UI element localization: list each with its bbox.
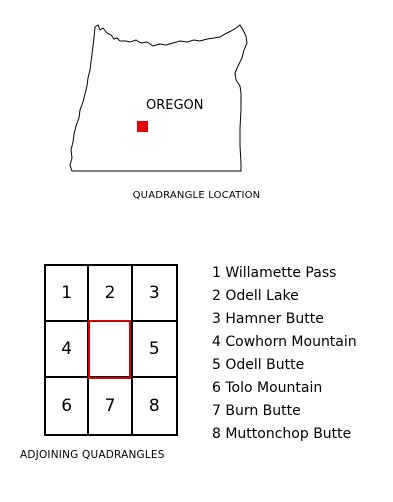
- grid-cell-1: 1: [46, 266, 90, 322]
- legend-item: 2 Odell Lake: [212, 288, 299, 304]
- grid-cell-5: 5: [132, 322, 176, 378]
- legend-item: 6 Tolo Mountain: [212, 380, 323, 396]
- state-label: OREGON: [146, 98, 204, 113]
- legend-item: 5 Odell Butte: [212, 357, 305, 373]
- oregon-state-map: [69, 24, 248, 172]
- legend-item: 7 Burn Butte: [212, 403, 301, 419]
- legend-item: 4 Cowhorn Mountain: [212, 334, 357, 350]
- legend-item: 8 Muttonchop Butte: [212, 426, 352, 442]
- grid-cell-7: 7: [89, 378, 133, 434]
- current-quadrangle-highlight: [88, 320, 131, 379]
- grid-cell-6: 6: [46, 378, 90, 434]
- grid-cell-4: 4: [46, 322, 90, 378]
- grid-cell-8: 8: [148, 396, 160, 416]
- adjoining-quadrangles-caption: ADJOINING QUADRANGLES: [20, 449, 165, 461]
- quadrangle-legend: 1 Willamette Pass 2 Odell Lake 3 Hamner …: [212, 262, 357, 446]
- quadrangle-location-marker: [137, 121, 148, 132]
- legend-item: 1 Willamette Pass: [212, 265, 337, 281]
- quadrangle-location-caption: QUADRANGLE LOCATION: [132, 190, 261, 201]
- grid-cell-2: 2: [89, 266, 133, 322]
- grid-cell-3: 3: [132, 266, 176, 322]
- oregon-outline: [69, 24, 248, 172]
- legend-item: 3 Hamner Butte: [212, 311, 324, 327]
